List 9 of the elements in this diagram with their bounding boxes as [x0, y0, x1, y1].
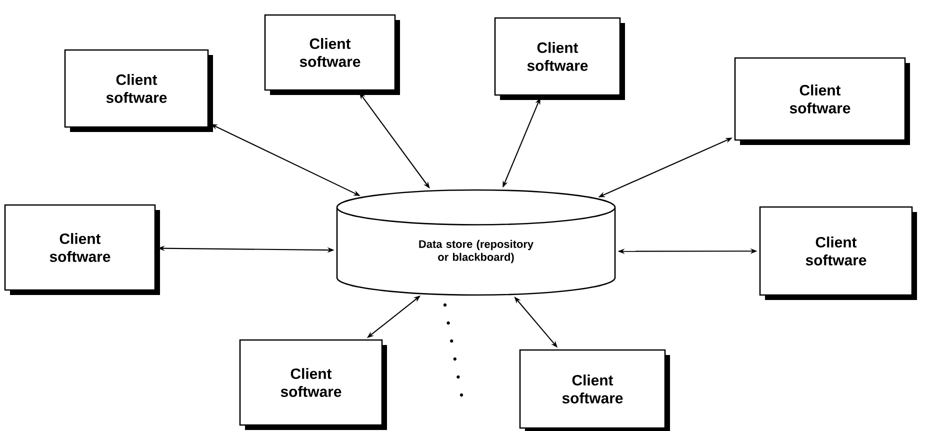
process-box: Client software: [4, 204, 160, 295]
process-box: Client software: [64, 49, 213, 132]
process-box: Client software: [759, 206, 917, 300]
cylinder: Data store (repository or blackboard): [336, 189, 616, 296]
process-box: Client software: [264, 14, 400, 95]
process-box: Client software: [519, 349, 670, 431]
process-box: Client software: [239, 339, 387, 430]
process-box: Client software: [734, 57, 910, 145]
process-box: Client software: [494, 17, 625, 100]
